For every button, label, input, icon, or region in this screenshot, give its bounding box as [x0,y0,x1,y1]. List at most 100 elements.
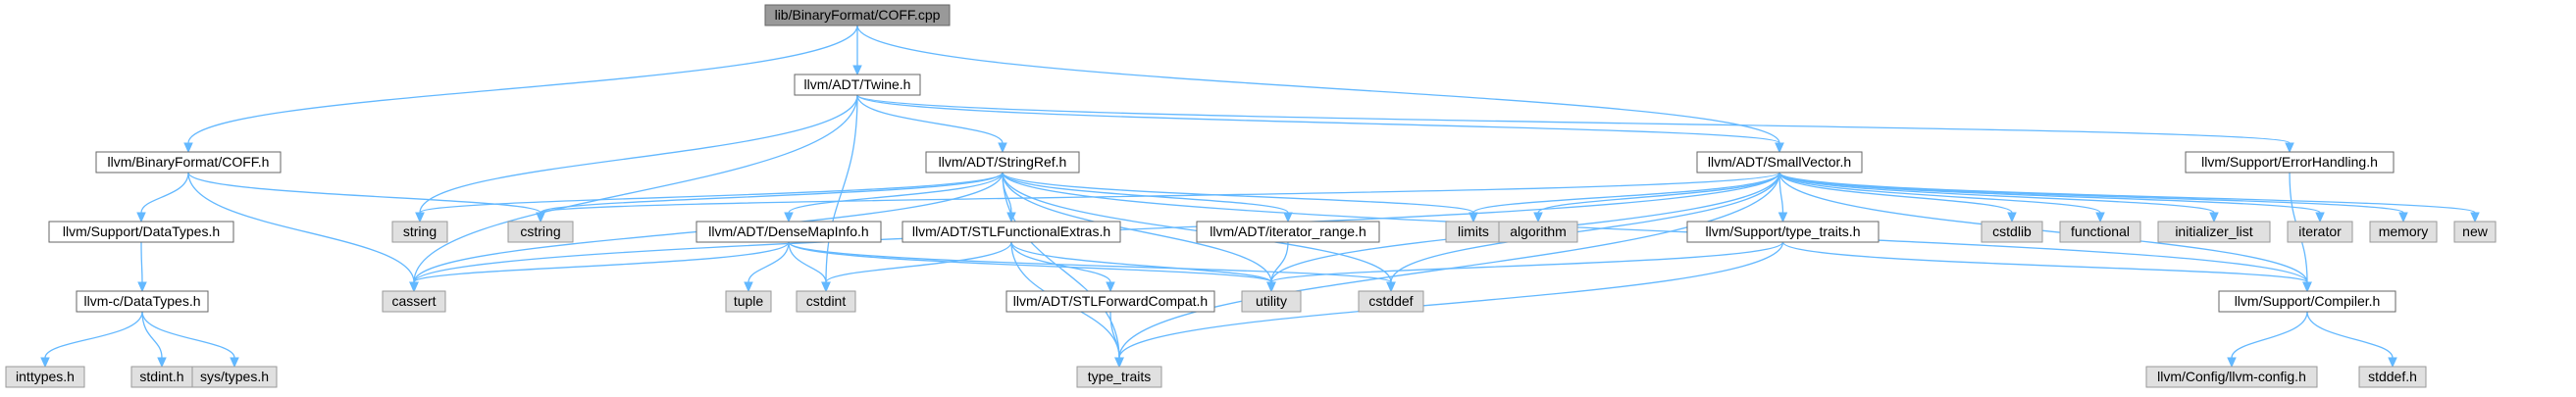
edge-line [1781,241,2308,283]
node-box [2059,221,2141,243]
edge-arrowhead [409,281,419,293]
include-edge-twine-to-errorhandling [856,94,2294,154]
node-twine[interactable]: llvm/ADT/Twine.h [794,74,921,96]
node-label: new [2462,223,2489,239]
node-label: llvm/Support/type_traits.h [1706,223,1861,239]
node-label: llvm/Support/Compiler.h [2235,293,2381,309]
edge-line [1778,172,2013,214]
include-edge-stlfunctional-to-cstdint [821,241,1012,293]
node-cstdlib: cstdlib [1981,221,2043,243]
edge-arrowhead [2470,212,2480,223]
edge-layer [40,25,2480,369]
include-edge-twine-to-stringref [856,94,1007,154]
edge-line [2231,311,2308,359]
edge-line [788,172,1004,214]
node-box [507,221,574,243]
include-edge-support_datatypes-to-c_datatypes [137,241,147,293]
edge-arrowhead [2095,212,2105,223]
node-compiler[interactable]: llvm/Support/Compiler.h [2218,290,2396,313]
node-stlfunctional[interactable]: llvm/ADT/STLFunctionalExtras.h [902,221,1121,243]
edge-arrowhead [1106,281,1115,293]
node-layer: lib/BinaryFormat/COFF.cppllvm/ADT/Twine.… [5,4,2497,388]
include-edge-coff_cpp-to-twine [852,25,862,76]
edge-arrowhead [137,281,147,293]
edge-line [856,94,1780,144]
edge-arrowhead [1775,142,1784,154]
edge-line [540,172,1004,214]
node-box [1696,151,1863,174]
node-box [48,221,234,243]
node-label: sys/types.h [200,369,269,384]
node-box [1076,366,1162,388]
node-c-datatypes[interactable]: llvm-c/DataTypes.h [76,290,209,313]
include-edge-c_datatypes-to-inttypes [40,311,143,369]
node-cstring: cstring [507,221,574,243]
edge-line [1002,172,1120,359]
edge-line [140,241,143,283]
edge-line [747,241,790,283]
edge-arrowhead [2388,357,2397,369]
node-iterator-range[interactable]: llvm/ADT/iterator_range.h [1196,221,1380,243]
edge-line [1270,241,1289,283]
edge-arrowhead [2007,212,2017,223]
edge-line [44,311,143,359]
node-box [902,221,1121,243]
node-label: string [403,223,437,239]
node-label: llvm/ADT/STLFunctionalExtras.h [912,223,1110,239]
node-label: iterator [2298,223,2342,239]
node-label: cassert [391,293,436,309]
edge-line [2306,311,2394,359]
node-type-traits-h[interactable]: llvm/Support/type_traits.h [1686,221,1880,243]
node-box [1241,290,1302,313]
edge-line [825,241,1012,283]
node-label: llvm/ADT/Twine.h [804,76,911,92]
edge-line [788,241,1272,283]
node-label: limits [1458,223,1489,239]
node-densemapinfo[interactable]: llvm/ADT/DenseMapInfo.h [696,221,882,243]
include-edge-stringref-to-iterator_range [1002,172,1293,223]
edge-arrowhead [40,357,50,369]
include-edge-smallvector-to-type_traits_h [1777,172,1788,223]
node-box [1686,221,1880,243]
node-box [382,290,446,313]
edge-line [1778,172,2308,283]
edge-arrowhead [183,142,193,154]
include-edge-stringref-to-cstring [536,172,1004,223]
include-edge-twine-to-smallvector [856,94,1784,154]
node-coff-h[interactable]: llvm/BinaryFormat/COFF.h [95,151,282,174]
edge-line [419,94,858,214]
node-inttypes: inttypes.h [5,366,85,388]
edge-line [1002,172,2308,283]
node-smallvector[interactable]: llvm/ADT/SmallVector.h [1696,151,1863,174]
node-box [1981,221,2043,243]
node-box [2145,366,2318,388]
edge-line [788,241,1392,283]
node-box [2287,221,2353,243]
include-edge-c_datatypes-to-sys_types [141,311,239,369]
include-edge-compiler-to-stddef [2306,311,2397,369]
edge-line [419,172,1004,214]
node-support-datatypes[interactable]: llvm/Support/DataTypes.h [48,221,234,243]
node-tuple: tuple [725,290,772,313]
node-box [2358,366,2427,388]
edge-arrowhead [415,212,425,223]
node-limits: limits [1445,221,1502,243]
node-label: llvm/ADT/STLForwardCompat.h [1013,293,1208,309]
node-stlforward[interactable]: llvm/ADT/STLForwardCompat.h [1005,290,1215,313]
include-edge-type_traits_h-to-compiler [1781,241,2312,293]
edge-line [1118,241,1784,359]
edge-line [1118,172,1780,359]
edge-arrowhead [2227,357,2237,369]
node-label: cstddef [1368,293,1413,309]
node-label: type_traits [1088,369,1152,384]
node-new: new [2453,221,2497,243]
edge-arrowhead [1777,212,1788,223]
node-label: stdint.h [139,369,183,384]
node-iterator: iterator [2287,221,2353,243]
node-box [2369,221,2438,243]
edge-arrowhead [2209,212,2219,223]
node-memory: memory [2369,221,2438,243]
node-errorhandling[interactable]: llvm/Support/ErrorHandling.h [2185,151,2395,174]
node-stringref[interactable]: llvm/ADT/StringRef.h [925,151,1080,174]
include-edge-stringref-to-densemapinfo [784,172,1004,223]
